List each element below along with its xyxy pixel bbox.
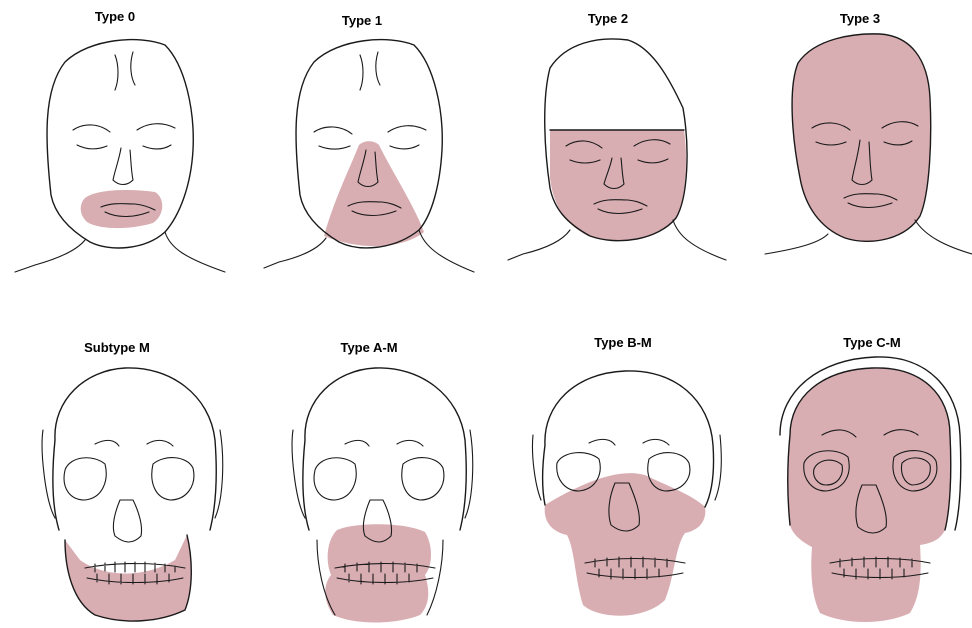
panel-title: Type 0	[95, 9, 135, 24]
affected-area	[788, 368, 951, 622]
affected-area	[325, 524, 431, 622]
hairline	[115, 52, 135, 90]
orbits	[64, 458, 194, 500]
panel-title: Type 2	[588, 11, 628, 26]
eyebrows	[73, 124, 175, 132]
panel-type-3: Type 3	[765, 11, 972, 254]
panel-type-0: Type 0	[15, 9, 225, 272]
cheek-lines	[42, 430, 223, 518]
panel-subtype-m: Subtype M	[42, 340, 223, 621]
panel-title: Type B-M	[594, 335, 652, 350]
nasal-cavity	[113, 500, 141, 542]
eyes	[77, 145, 171, 149]
affected-area	[81, 190, 163, 228]
panel-title: Type 1	[342, 13, 382, 28]
neck	[15, 232, 225, 272]
skull-outline	[303, 368, 466, 530]
skull-outline	[53, 368, 216, 530]
panel-title: Subtype M	[84, 340, 150, 355]
cheek-lines	[292, 430, 473, 518]
panel-title: Type A-M	[340, 340, 397, 355]
hairline	[360, 52, 380, 90]
panel-title: Type C-M	[843, 335, 901, 350]
orbits	[314, 458, 444, 500]
panel-type-b-m: Type B-M	[532, 335, 721, 616]
panel-type-c-m: Type C-M	[780, 335, 961, 622]
panel-type-a-m: Type A-M	[292, 340, 473, 623]
affected-area	[792, 34, 931, 241]
brow-lines	[95, 440, 173, 446]
affected-area	[545, 473, 706, 616]
brow-lines	[589, 439, 669, 445]
eyebrows	[314, 126, 426, 134]
affected-area	[65, 535, 191, 621]
nose	[113, 148, 133, 185]
panel-type-1: Type 1	[264, 13, 474, 272]
affected-area	[550, 130, 686, 241]
panel-title: Type 3	[840, 11, 880, 26]
brow-lines	[345, 440, 423, 446]
affected-area	[324, 141, 424, 246]
panel-type-2: Type 2	[508, 11, 726, 260]
